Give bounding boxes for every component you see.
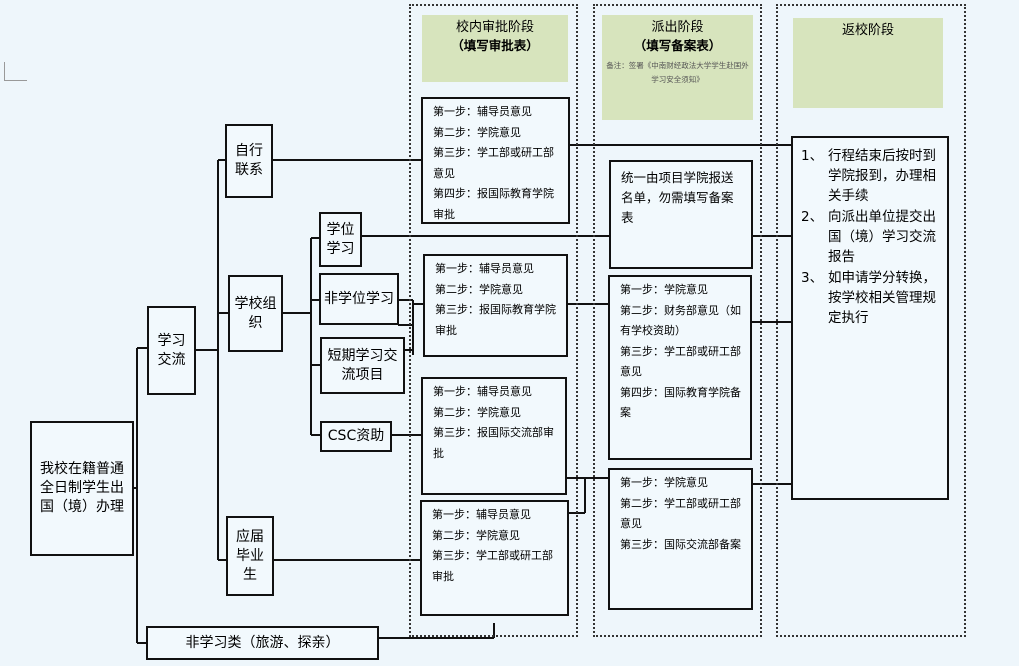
step-text: 第一步：辅导员意见: [433, 385, 532, 398]
study-exchange-label: 学习交流: [157, 332, 186, 368]
phase-note-dispatch: 备注：签署《中南财经政法大学学生赴国外学习安全须知》: [606, 61, 749, 84]
internal-box-school-org: 第一步：辅导员意见 第二步：学院意见 第三步：报国际教育学院审批: [423, 254, 568, 357]
short-term-node: 短期学习交流项目: [320, 337, 405, 394]
dispatch-box-school-org: 第一步：学院意见 第二步：财务部意见（如有学校资助） 第三步：学工部或研工部意见…: [608, 275, 752, 460]
graduate-node: 应届毕业生: [226, 516, 274, 596]
step-text: 第二步：学院意见: [433, 125, 521, 139]
degree-label: 学位学习: [326, 221, 355, 257]
self-contact-label: 自行联系: [235, 143, 263, 178]
dispatch-degree-text: 统一由项目学院报送名单，勿需填写备案表: [621, 170, 734, 225]
step-text: 第三步：学工部或研工部意见: [620, 344, 741, 379]
internal-box-self-contact: 第一步：辅导员意见 第二步：学院意见 第三步：学工部或研工部意见 第四步：报国际…: [421, 97, 570, 224]
phase-column-dispatch: [593, 4, 762, 637]
short-term-label: 短期学习交流项目: [327, 347, 398, 383]
return-item: 2、 向派出单位提交出国（境）学习交流报告: [801, 207, 941, 267]
csc-node: CSC资助: [320, 421, 392, 452]
phase-column-internal: [409, 4, 578, 637]
step-text: 第三步：学工部或研工部意见: [433, 146, 554, 180]
step-text: 第二步：学院意见: [432, 528, 520, 542]
csc-label: CSC资助: [327, 428, 385, 444]
step-text: 第四步：国际教育学院备案: [620, 385, 741, 420]
step-text: 第二步：学院意见: [433, 405, 521, 419]
phase-header-return: 返校阶段: [793, 18, 943, 108]
phase-subtitle-internal: （填写审批表）: [451, 38, 539, 53]
internal-box-graduate: 第一步：辅导员意见 第二步：学院意见 第三步：学工部或研工部审批: [420, 500, 569, 616]
phase-subtitle-dispatch: （填写备案表）: [633, 38, 722, 53]
step-text: 第二步：学工部或研工部意见: [620, 496, 741, 531]
self-contact-node: 自行联系: [225, 124, 273, 198]
dispatch-box-csc-graduate: 第一步：学院意见 第二步：学工部或研工部意见 第三步：国际交流部备案: [608, 468, 753, 610]
step-text: 第一步：辅导员意见: [432, 508, 531, 521]
non-degree-label: 非学位学习: [324, 290, 394, 307]
school-org-node: 学校组织: [228, 275, 283, 352]
study-exchange-node: 学习交流: [147, 306, 196, 395]
step-text: 第三步：国际交流部备案: [620, 537, 741, 551]
phase-title-return: 返校阶段: [841, 23, 894, 38]
phase-title-internal: 校内审批阶段: [455, 20, 534, 35]
non-study-label: 非学习类（旅游、探亲）: [185, 634, 340, 651]
return-item-number: 2、: [801, 209, 824, 225]
step-text: 第二步：财务部意见（如有学校资助）: [620, 303, 741, 338]
phase-header-dispatch: 派出阶段 （填写备案表） 备注：签署《中南财经政法大学学生赴国外学习安全须知》: [602, 15, 753, 120]
step-text: 第一步：学院意见: [620, 476, 708, 489]
degree-node: 学位学习: [319, 212, 362, 267]
return-item-number: 3、: [801, 270, 824, 286]
non-degree-node: 非学位学习: [319, 273, 399, 325]
root-node: 我校在籍普通全日制学生出国（境）办理: [30, 421, 134, 556]
return-item: 3、 如申请学分转换，按学校相关管理规定执行: [801, 268, 941, 328]
phase-title-dispatch: 派出阶段: [651, 20, 704, 35]
return-item: 1、 行程结束后按时到学院报到，办理相关手续: [801, 146, 941, 206]
graduate-label: 应届毕业生: [236, 528, 264, 583]
return-box: 1、 行程结束后按时到学院报到，办理相关手续 2、 向派出单位提交出国（境）学习…: [791, 136, 949, 500]
internal-box-csc: 第一步：辅导员意见 第二步：学院意见 第三步：报国际交流部审批: [421, 377, 567, 495]
return-item-text: 行程结束后按时到学院报到，办理相关手续: [828, 148, 936, 204]
phase-header-internal: 校内审批阶段 （填写审批表）: [422, 15, 568, 82]
return-item-number: 1、: [801, 148, 824, 164]
step-text: 第三步：报国际教育学院审批: [435, 303, 556, 337]
return-item-text: 向派出单位提交出国（境）学习交流报告: [828, 209, 936, 265]
step-text: 第四步：报国际教育学院审批: [433, 187, 554, 221]
step-text: 第一步：学院意见: [620, 283, 708, 296]
step-text: 第一步：辅导员意见: [433, 105, 532, 118]
step-text: 第三步：学工部或研工部审批: [432, 549, 553, 583]
non-study-node: 非学习类（旅游、探亲）: [146, 626, 379, 660]
school-org-label: 学校组织: [234, 295, 277, 331]
root-node-label: 我校在籍普通全日制学生出国（境）办理: [40, 461, 124, 515]
return-item-text: 如申请学分转换，按学校相关管理规定执行: [828, 270, 936, 326]
step-text: 第二步：学院意见: [435, 282, 523, 296]
phase-column-return: [776, 4, 966, 637]
step-text: 第三步：报国际交流部审批: [433, 426, 554, 460]
step-text: 第一步：辅导员意见: [435, 262, 534, 275]
page-margin-mark: [4, 62, 27, 81]
dispatch-box-degree: 统一由项目学院报送名单，勿需填写备案表: [609, 160, 753, 269]
